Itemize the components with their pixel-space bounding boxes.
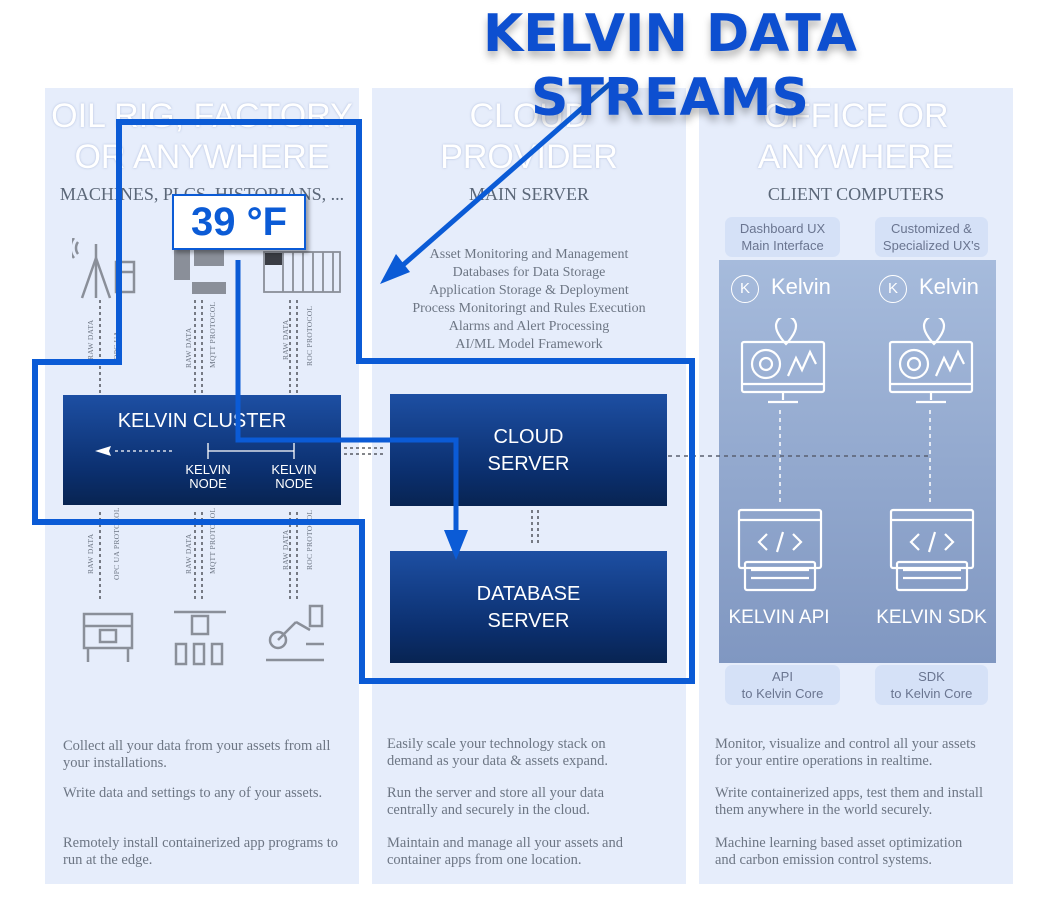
office-paragraph: Write containerized apps, test them and … [715, 785, 983, 818]
office-subtitle: CLIENT COMPUTERS [767, 184, 945, 204]
cluster-link-lines [95, 443, 295, 459]
service-item: Asset Monitoring and Management [429, 247, 629, 262]
dashboard-pill: Dashboard UX Main Interface [725, 217, 840, 257]
kelvin-logo-right: K Kelvin [879, 272, 989, 306]
office-paragraph: Monitor, visualize and control all your … [715, 736, 976, 769]
kelvin-logo-text: Kelvin [919, 274, 979, 299]
temperature-badge: 39 °F [172, 194, 306, 250]
database-server-line1: DATABASE [476, 583, 581, 605]
kelvin-sdk-label: KELVIN SDK [876, 607, 987, 628]
api-pill: API to Kelvin Core [725, 665, 840, 705]
office-paragraph: Machine learning based asset optimizatio… [715, 835, 963, 868]
edge-paragraph: Remotely install containerized app progr… [63, 835, 339, 868]
database-server-box: DATABASE SERVER [390, 551, 667, 663]
dashboard-monitor-icon [740, 318, 826, 404]
edge-title-1: OIL RIG, FACTORY [51, 97, 353, 135]
edge-dashed-links [99, 300, 298, 600]
page-title: KELVIN DATA STREAMS [482, 4, 858, 128]
kelvin-k-icon: K [731, 275, 759, 303]
server-link-lines [344, 447, 539, 546]
plc-rack-icon [263, 251, 341, 293]
service-item: Application Storage & Deployment [429, 283, 629, 298]
office-title-2: ANYWHERE [757, 138, 955, 176]
custom-monitor-icon [888, 318, 974, 404]
sdk-pill: SDK to Kelvin Core [875, 665, 988, 705]
cloud-paragraph: Easily scale your technology stack on de… [387, 736, 609, 769]
cloud-server-line2: SERVER [487, 453, 570, 475]
sdk-code-icon [889, 508, 975, 592]
service-item: Databases for Data Storage [452, 265, 606, 280]
bottling-machine-icon [174, 610, 226, 666]
client-connectors [668, 410, 931, 505]
edge-paragraph: Collect all your data from your assets f… [63, 738, 331, 771]
service-item: Process Monitoringt and Rules Execution [412, 301, 646, 316]
client-panel [719, 260, 996, 663]
temperature-value: 39 °F [190, 200, 288, 244]
kelvin-logo-left: K Kelvin [731, 272, 841, 306]
service-item: Alarms and Alert Processing [448, 319, 610, 334]
api-code-icon [737, 508, 823, 592]
cloud-title-1: CLOUD [469, 97, 589, 135]
custom-ux-pill: Customized & Specialized UX's [875, 217, 988, 257]
cnc-machine-icon [82, 612, 134, 662]
robot-arm-icon [266, 604, 324, 662]
service-item: AI/ML Model Framework [455, 337, 603, 352]
cloud-server-box: CLOUD SERVER [390, 394, 667, 506]
cloud-subtitle: MAIN SERVER [468, 184, 590, 204]
cloud-paragraph: Maintain and manage all your assets and … [387, 835, 623, 868]
cloud-paragraph: Run the server and store all your data c… [387, 785, 605, 818]
kelvin-logo-text: Kelvin [771, 274, 831, 299]
office-title-1: OFFICE OR [763, 97, 949, 135]
kelvin-k-icon: K [879, 275, 907, 303]
cloud-server-line1: CLOUD [493, 426, 564, 448]
database-server-line2: SERVER [487, 610, 570, 632]
kelvin-cluster-title: KELVIN CLUSTER [117, 410, 287, 432]
edge-paragraph: Write data and settings to any of your a… [63, 785, 323, 801]
kelvin-api-label: KELVIN API [728, 607, 830, 628]
